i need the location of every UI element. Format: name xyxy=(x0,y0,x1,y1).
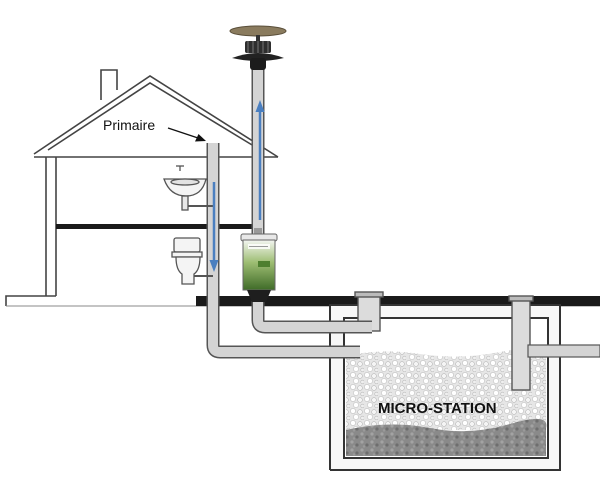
micro-station-label: MICRO-STATION xyxy=(378,400,497,417)
primary-vent-pipe xyxy=(251,68,372,334)
primary-vent-label: Primaire xyxy=(103,117,155,133)
wastewater-drain-pipe xyxy=(206,143,360,359)
sludge-layer xyxy=(346,418,547,456)
toilet-icon xyxy=(171,237,213,285)
arrow-up-icon xyxy=(255,100,265,220)
inspection-riser-right xyxy=(508,295,534,391)
label-leader-arrow xyxy=(167,127,206,142)
house-outline xyxy=(5,69,279,306)
carbon-filter-icon xyxy=(240,228,278,302)
floor-slab xyxy=(56,224,256,229)
washbasin-icon xyxy=(163,165,213,211)
arrow-down-icon xyxy=(209,182,219,272)
gravel-media xyxy=(346,348,546,430)
vent-cap-icon xyxy=(229,25,287,70)
outlet-pipe xyxy=(527,344,600,358)
